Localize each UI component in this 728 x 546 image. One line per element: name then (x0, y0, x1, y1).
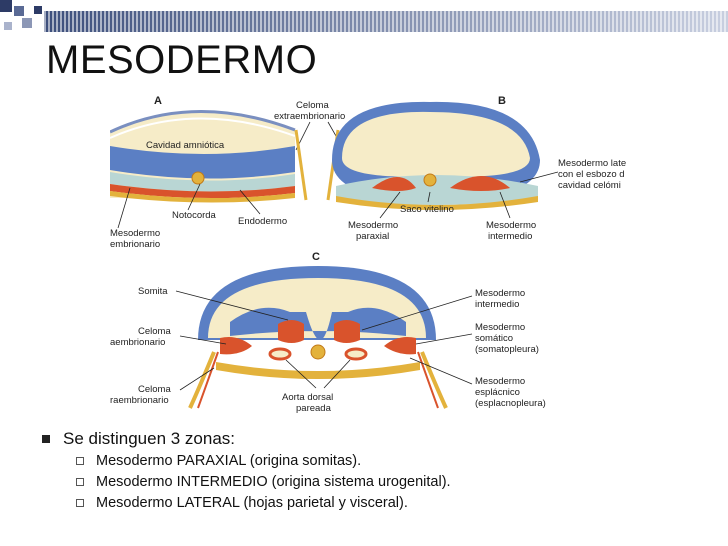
label-somatico-3: (somatopleura) (475, 344, 539, 355)
label-mesodermo-embrionario-1: Mesodermo (110, 228, 160, 239)
sub-bullet-lateral: Mesodermo LATERAL (hojas parietal y visc… (76, 492, 716, 513)
sub-bullet-text: Mesodermo PARAXIAL (origina somitas). (96, 452, 362, 469)
label-esplacnico-1: Mesodermo (475, 376, 525, 387)
label-somatico-1: Mesodermo (475, 322, 525, 333)
label-celoma-c2-2: raembrionario (110, 395, 169, 406)
label-notocorda: Notocorda (172, 210, 217, 221)
panel-b-label: B (498, 95, 506, 107)
sub-bullet-text: Mesodermo INTERMEDIO (origina sistema ur… (96, 473, 451, 490)
label-cavidad-amniotica: Cavidad amniótica (146, 140, 225, 151)
label-mesodermo-intermedio-b-2: intermedio (488, 231, 532, 242)
label-esplacnico-2: esplácnico (475, 387, 520, 398)
bullet-list: Se distinguen 3 zonas: Mesodermo PARAXIA… (36, 428, 716, 513)
square-bullet-icon (42, 435, 50, 443)
label-celoma-1: Celoma (296, 100, 329, 111)
label-mesodermo-lateral-2: con el esbozo d (558, 169, 625, 180)
label-mesodermo-paraxial-1: Mesodermo (348, 220, 398, 231)
hollow-square-bullet-icon (76, 498, 84, 507)
label-celoma-c-1: Celoma (138, 326, 171, 337)
panel-a: A Cavidad amniótica Notocorda Endodermo … (110, 95, 296, 250)
hollow-square-bullet-icon (76, 477, 84, 486)
label-somatico-2: somático (475, 333, 513, 344)
label-mesodermo-embrionario-2: embrionario (110, 239, 160, 250)
panel-c: C Somita Celoma aembrionario Celoma raem… (110, 251, 546, 414)
sub-bullet-text: Mesodermo LATERAL (hojas parietal y visc… (96, 494, 408, 511)
top-decoration-bar (0, 0, 728, 32)
label-mesodermo-intermedio-b-1: Mesodermo (486, 220, 536, 231)
sub-bullet-paraxial: Mesodermo PARAXIAL (origina somitas). (76, 450, 716, 471)
label-mesodermo-paraxial-2: paraxial (356, 231, 389, 242)
sub-bullet-intermedio: Mesodermo INTERMEDIO (origina sistema ur… (76, 471, 716, 492)
bullet-main-text: Se distinguen 3 zonas: (63, 429, 236, 448)
label-mesodermo-intermedio-c-1: Mesodermo (475, 288, 525, 299)
label-aorta-1: Aorta dorsal (282, 392, 333, 403)
label-mesodermo-lateral-3: cavidad celómi (558, 180, 621, 191)
label-mesodermo-intermedio-c-2: intermedio (475, 299, 519, 310)
label-celoma-2: extraembrionario (274, 111, 345, 122)
label-saco-vitelino: Saco vitelino (400, 204, 454, 215)
label-esplacnico-3: (esplacnopleura) (475, 398, 546, 409)
panel-b: B Saco vitelino Mesodermo paraxial Mesod… (332, 95, 626, 242)
mesoderm-diagram: A Cavidad amniótica Notocorda Endodermo … (110, 95, 626, 414)
panel-a-label: A (154, 95, 162, 107)
label-celoma-c-2: aembrionario (110, 337, 165, 348)
label-aorta-2: pareada (296, 403, 332, 414)
label-mesodermo-lateral-1: Mesodermo late (558, 158, 626, 169)
bullet-main: Se distinguen 3 zonas: (36, 428, 716, 450)
hollow-square-bullet-icon (76, 456, 84, 465)
label-celoma-c2-1: Celoma (138, 384, 171, 395)
label-somita: Somita (138, 286, 168, 297)
panel-c-label: C (312, 251, 320, 263)
label-endodermo: Endodermo (238, 216, 287, 227)
slide-title: MESODERMO (46, 38, 318, 82)
